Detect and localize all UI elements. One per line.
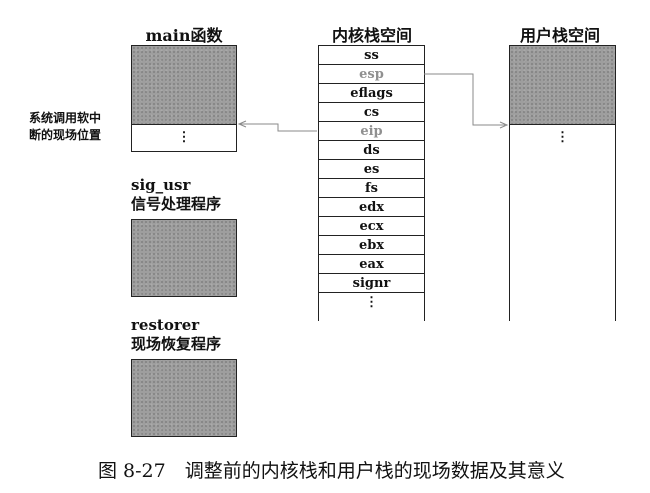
sig-usr-box — [131, 219, 237, 297]
kernel-stack-cell-eflags: eflags — [319, 84, 424, 103]
sig-usr-desc: 信号处理程序 — [131, 195, 222, 213]
kernel-stack-cell-edx: edx — [319, 198, 424, 217]
kernel-stack-cell-fs: fs — [319, 179, 424, 198]
esp-arrow-head — [499, 121, 509, 129]
syscall-interrupt-label-line1: 系统调用软中 — [29, 111, 102, 125]
kernel-stack-cell-signr: signr — [319, 274, 424, 293]
kernel-stack-cell-cs: cs — [319, 103, 424, 122]
restorer-box — [131, 359, 237, 437]
eip-arrow-line — [240, 123, 317, 132]
kernel-stack-title: 内核栈空间 — [331, 26, 412, 45]
user-stack: ⋮ — [509, 45, 616, 321]
kernel-stack-cell-ds: ds — [319, 141, 424, 160]
main-function-shaded-area — [132, 46, 236, 125]
kernel-stack-cell-esp: esp — [319, 65, 424, 84]
user-stack-dots: ⋮ — [556, 130, 569, 145]
restorer-name: restorer — [131, 316, 200, 334]
esp-arrow-line — [424, 73, 505, 126]
syscall-interrupt-label-line2: 断的现场位置 — [29, 128, 102, 142]
user-stack-shaded-area — [510, 46, 615, 125]
user-stack-title: 用户栈空间 — [519, 26, 600, 45]
sig-usr-name: sig_usr — [131, 176, 191, 194]
kernel-stack-cell-ebx: ebx — [319, 236, 424, 255]
kernel-stack-cell-ss: ss — [319, 46, 424, 65]
kernel-stack-cell-eax: eax — [319, 255, 424, 274]
kernel-stack-cell-ecx: ecx — [319, 217, 424, 236]
main-function-title: main函数 — [145, 26, 223, 45]
restorer-label: restorer 现场恢复程序 — [131, 316, 221, 354]
figure-caption: 图 8-27 调整前的内核栈和用户栈的现场数据及其意义 — [98, 460, 565, 482]
restorer-desc: 现场恢复程序 — [131, 335, 222, 353]
main-function-dots: ⋮ — [177, 130, 191, 145]
kernel-stack-cell-es: es — [319, 160, 424, 179]
syscall-interrupt-label: 系统调用软中 断的现场位置 — [29, 110, 131, 144]
eip-arrow — [237, 120, 317, 132]
kernel-stack-cell-eip: eip — [319, 122, 424, 141]
sig-usr-label: sig_usr 信号处理程序 — [131, 176, 221, 214]
kernel-stack-dots: ⋮ — [365, 295, 378, 310]
main-function-box: ⋮ — [131, 45, 237, 152]
esp-arrow — [424, 73, 509, 129]
eip-arrow-head — [237, 120, 247, 128]
